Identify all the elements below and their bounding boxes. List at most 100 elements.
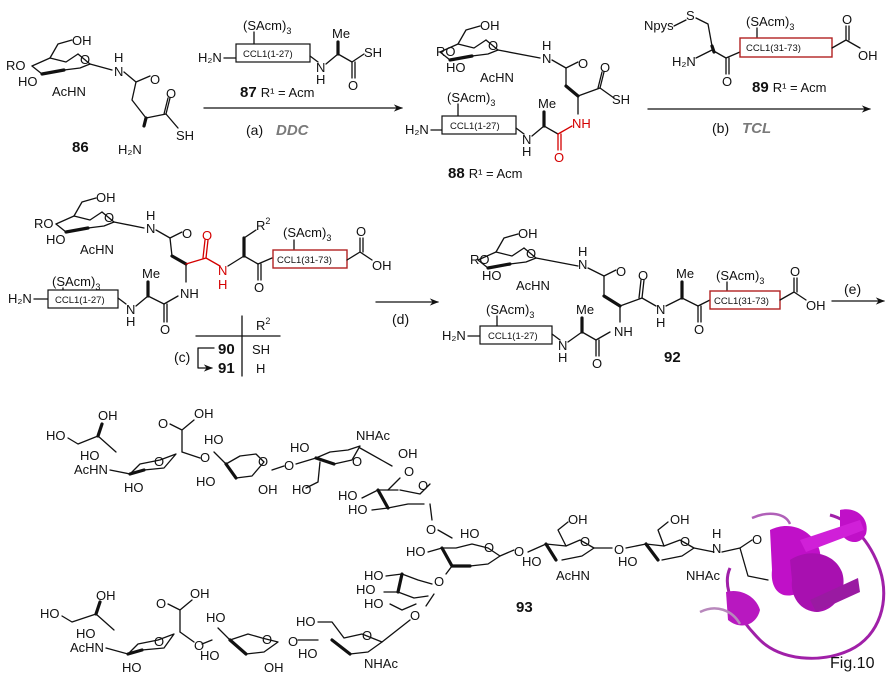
h-label: H <box>218 277 227 292</box>
ho-label: HO <box>204 432 224 447</box>
o-label: O <box>592 356 602 371</box>
step-d: (d) <box>375 298 439 327</box>
sacm-label: (SAcm)3 <box>283 225 331 243</box>
ring-o: O <box>262 632 272 647</box>
h-label: H <box>126 314 135 329</box>
mannose-lower: HO HO HO O <box>356 568 435 643</box>
o-label: O <box>790 264 800 279</box>
glcnac-core-1: OH O HO AcHN O <box>522 512 624 583</box>
h2n-label: H₂N <box>672 54 696 69</box>
o-label: O <box>156 596 166 611</box>
compound-90-91: OH O RO HO AcHN H N O NH O N H R2 O (SAc… <box>8 190 392 337</box>
h-label: H <box>656 315 665 330</box>
ring-o: O <box>154 454 164 469</box>
ho-label: HO <box>122 660 142 675</box>
h-label: H <box>114 50 123 65</box>
step-b: (b) TCL <box>647 105 871 137</box>
ring-o: O <box>680 534 690 549</box>
segment-label: CCL1(1-27) <box>243 49 293 60</box>
reagent-label: DDC <box>276 122 310 139</box>
o-label: O <box>578 56 588 71</box>
ho-label: HO <box>76 626 96 641</box>
r2-label: R2 <box>256 216 270 233</box>
o-label: O <box>426 522 436 537</box>
oh-label: OH <box>398 446 418 461</box>
table-row-compound: 91 <box>218 360 235 377</box>
ro-label: RO <box>436 44 456 59</box>
r2-table: R2 90 SH 91 H (c) <box>174 315 281 377</box>
ho-label: HO <box>196 474 216 489</box>
compound-number-93: 93 <box>516 599 533 616</box>
oh-label: OH <box>670 512 690 527</box>
o-label: O <box>348 78 358 93</box>
h-label: H <box>146 208 155 223</box>
n-label: N <box>578 257 587 272</box>
n-label: N <box>126 302 135 317</box>
reagent-label: TCL <box>742 120 771 137</box>
achn-label: AcHN <box>516 278 550 293</box>
o-label: O <box>404 464 414 479</box>
galactose-upper: HO O HO OH O <box>196 432 294 497</box>
o-label: O <box>614 542 624 557</box>
galactose-lower: HO O HO OH O <box>194 610 284 675</box>
o-label: O <box>638 268 648 283</box>
o-label: O <box>288 634 298 649</box>
h-label: H <box>712 526 721 541</box>
sh-label: SH <box>612 92 630 107</box>
mannose-upper: O O HO HO O <box>338 464 453 539</box>
ro-label: RO <box>470 252 490 267</box>
n-label: N <box>114 64 123 79</box>
ring-o: O <box>362 628 372 643</box>
achn-label: AcHN <box>556 568 590 583</box>
step-label: (e) <box>844 281 861 297</box>
oh-label: OH <box>264 660 284 675</box>
segment-box-ccl1-1-27 <box>441 115 517 135</box>
o-label: O <box>150 72 160 87</box>
sialic-acid-upper: HO OH HO AcHN O HO O OH O <box>46 406 214 495</box>
compound-93: HO OH HO AcHN O HO O OH O HO O HO OH <box>40 406 886 675</box>
ring-o: O <box>154 634 164 649</box>
me-label: Me <box>332 26 350 41</box>
ho-label: HO <box>446 60 466 75</box>
step-label: (b) <box>712 120 729 136</box>
ho-label: HO <box>364 596 384 611</box>
segment-label: CCL1(31-73) <box>746 43 801 54</box>
o-label: O <box>722 74 732 89</box>
segment-box-ccl1-1-27 <box>479 325 553 345</box>
ho-label: HO <box>206 610 226 625</box>
o-label: O <box>160 322 170 337</box>
ho-label: HO <box>18 74 38 89</box>
n-label: N <box>712 541 721 556</box>
compound-86: OH O RO HO AcHN H N O O SH H₂N 86 <box>6 33 194 157</box>
sialic-acid-lower: HO OH HO AcHN O HO O OH <box>40 586 210 675</box>
r2-header: R2 <box>256 316 270 333</box>
o-label: O <box>842 12 852 27</box>
h2n-label: H₂N <box>442 328 466 343</box>
step-a: (a) DDC <box>203 104 403 139</box>
h2n-label: H₂N <box>118 142 142 157</box>
s-label: S <box>686 8 695 23</box>
oh-label: OH <box>518 226 538 241</box>
n-label: N <box>146 221 155 236</box>
h2n-label: H₂N <box>405 122 429 137</box>
ho-label: HO <box>522 554 542 569</box>
table-row-compound: 90 <box>218 341 235 358</box>
o-label: O <box>616 264 626 279</box>
h2n-label: H₂N <box>8 291 32 306</box>
ring-o: O <box>580 534 590 549</box>
h-label: H <box>316 72 325 87</box>
segment-label: CCL1(1-27) <box>55 295 105 306</box>
ho-label: HO <box>296 614 316 629</box>
compound-number-86: 86 <box>72 139 89 156</box>
oh-label: OH <box>806 298 826 313</box>
o-label: O <box>554 150 564 165</box>
segment-label: CCL1(31-73) <box>714 296 769 307</box>
ho-label: HO <box>348 502 368 517</box>
ring-o: O <box>484 540 494 555</box>
me-label: Me <box>576 302 594 317</box>
h2n-label: H₂N <box>198 50 222 65</box>
sacm-label: (SAcm)3 <box>716 268 764 286</box>
ho-label: HO <box>298 646 318 661</box>
